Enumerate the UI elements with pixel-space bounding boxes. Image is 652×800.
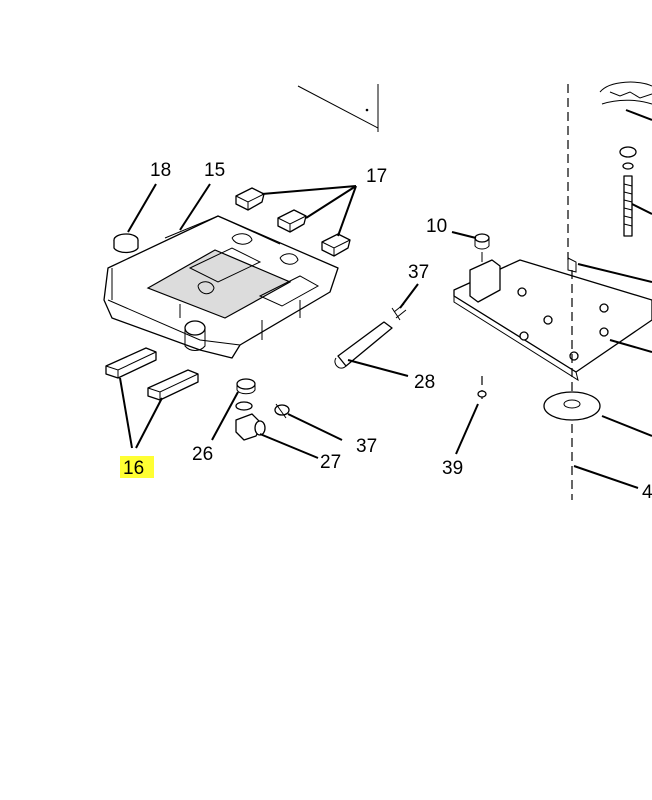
callout-39: 39 xyxy=(442,458,463,479)
callout-10: 10 xyxy=(426,216,447,237)
callout-highlight xyxy=(120,456,154,478)
pads-part-17 xyxy=(235,187,351,257)
callout-37-lower: 37 xyxy=(356,436,377,457)
clamp-part-37-upper xyxy=(391,303,407,321)
small-plug xyxy=(477,390,487,398)
callout-18: 18 xyxy=(150,160,171,181)
housing-part-15 xyxy=(103,215,339,359)
callout-leaders xyxy=(119,183,479,459)
callout-17: 17 xyxy=(366,166,387,187)
clamp-part-37-lower xyxy=(274,403,290,419)
callout-28: 28 xyxy=(414,372,435,393)
hose-part-28 xyxy=(334,321,393,369)
cap-part-18 xyxy=(113,233,139,254)
right-edge-leaders xyxy=(573,109,652,489)
disc xyxy=(543,391,601,421)
callout-15: 15 xyxy=(204,160,225,181)
elbow-part-27 xyxy=(235,413,266,441)
bolt xyxy=(619,146,637,237)
callout-4: 4 xyxy=(642,482,652,503)
fitting-part-26 xyxy=(235,378,256,411)
pads-part-16 xyxy=(105,347,199,401)
callout-16: 16 xyxy=(123,458,144,479)
motor-top xyxy=(599,81,652,105)
top-panel xyxy=(297,84,379,132)
mounting-plate xyxy=(453,259,652,382)
bracket-part-10 xyxy=(469,233,501,303)
callout-27: 27 xyxy=(320,452,341,473)
callout-26: 26 xyxy=(192,444,213,465)
callout-37-upper: 37 xyxy=(408,262,429,283)
